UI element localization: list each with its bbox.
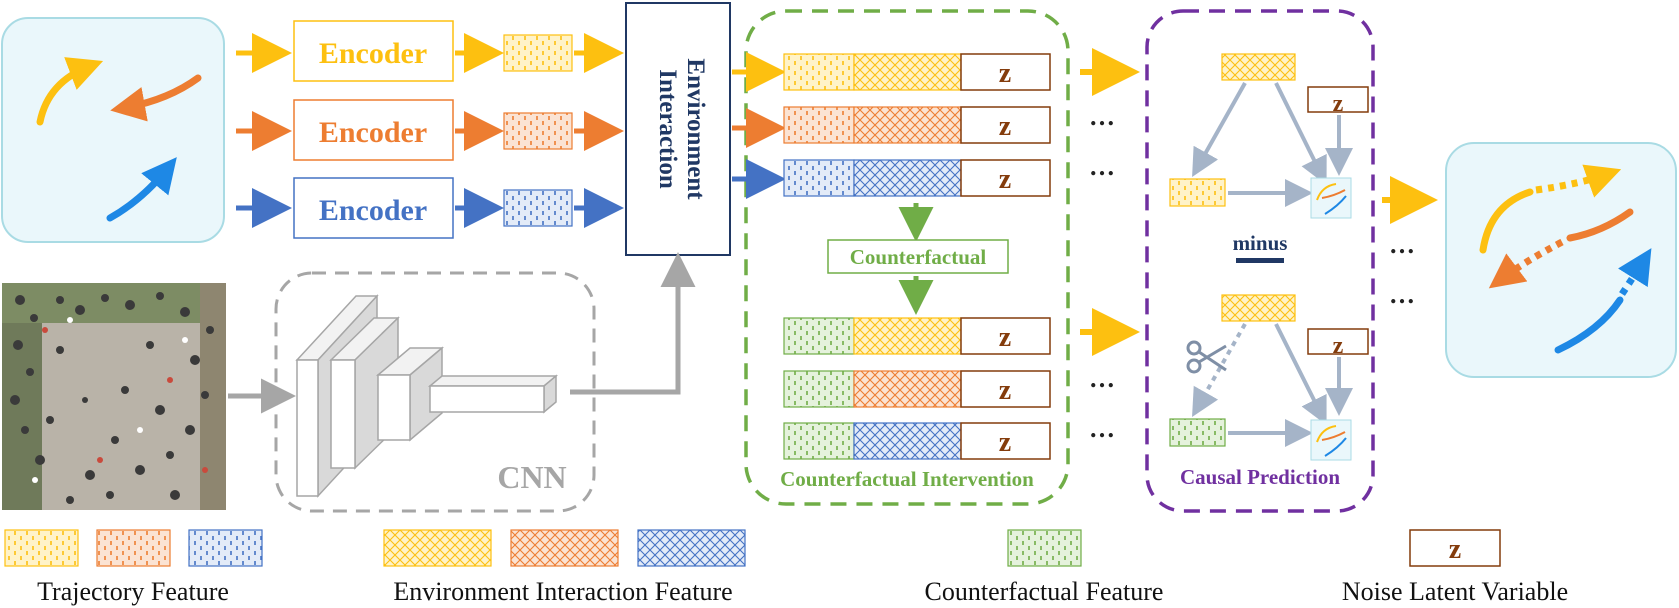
- legend: Trajectory Feature Environment Interacti…: [4, 529, 1568, 606]
- legend-swatch-trajectory-orange: [96, 529, 171, 567]
- environment-interaction-box: Environment Interaction: [625, 2, 731, 256]
- trajectory-feature-yellow: [503, 34, 573, 72]
- counterfactual-intervention-title: Counterfactual Intervention: [780, 467, 1034, 491]
- ellipsis: …: [1089, 414, 1115, 443]
- yellow-trajectory: [36, 57, 104, 126]
- legend-swatch-trajectory-yellow: [4, 529, 79, 567]
- ellipsis: …: [1389, 280, 1415, 309]
- cnn-label: CNN: [497, 459, 566, 495]
- encoder-label: Encoder: [319, 194, 427, 227]
- legend-swatch-env-yellow: [383, 529, 492, 567]
- trajectory-feature-blue: [503, 189, 573, 227]
- z-label: z: [999, 427, 1011, 458]
- feature-row-1: z: [783, 53, 1051, 91]
- trajectory-thumbnail-icon: [1310, 177, 1352, 219]
- legend-swatch-noise: [1409, 529, 1501, 567]
- arrow-cnn-environment: [570, 252, 696, 395]
- legend-noise-label: Noise Latent Variable: [1342, 577, 1568, 606]
- counterfactual-intervention-panel: Counterfactual Intervention: [744, 9, 1070, 506]
- causal-prediction-panel: Causal Prediction: [1145, 9, 1375, 513]
- counterfactual-row-1: z: [783, 317, 1051, 355]
- cnn-block: CNN: [228, 271, 596, 513]
- feature-row-3: z: [783, 159, 1051, 197]
- z-label: z: [1333, 333, 1344, 359]
- trajectory-thumbnail-icon: [1310, 419, 1352, 461]
- encoder-blue: Encoder: [293, 177, 454, 239]
- ellipsis: …: [1389, 230, 1415, 259]
- causal-graph-top: z: [1169, 53, 1369, 219]
- environment-label-line2: Interaction: [654, 69, 681, 189]
- blue-trajectory: [106, 157, 177, 222]
- counterfactual-step-label: Counterfactual: [850, 245, 987, 269]
- ellipsis: …: [1089, 102, 1115, 131]
- causal-graph-bottom: z: [1169, 294, 1369, 461]
- legend-swatch-env-blue: [637, 529, 746, 567]
- encoder-orange: Encoder: [293, 99, 454, 161]
- legend-z-label: z: [1449, 534, 1461, 565]
- counterfactual-row-2: z: [783, 370, 1051, 408]
- orange-trajectory: [110, 74, 202, 122]
- trajectory-feature-orange: [503, 112, 573, 150]
- crowd-scene-image: [2, 283, 226, 510]
- encoder-label: Encoder: [319, 37, 427, 70]
- minus-label: minus: [1233, 231, 1288, 255]
- counterfactual-step-box: Counterfactual: [827, 239, 1009, 274]
- causal-prediction-title: Causal Prediction: [1180, 465, 1340, 489]
- legend-swatch-env-orange: [510, 529, 619, 567]
- legend-counterfactual-label: Counterfactual Feature: [925, 577, 1164, 606]
- legend-trajectory-label: Trajectory Feature: [37, 577, 229, 606]
- ellipsis: …: [1089, 152, 1115, 181]
- environment-label-line1: Environment: [682, 58, 709, 200]
- legend-swatch-counterfactual: [1007, 529, 1082, 567]
- legend-environment-label: Environment Interaction Feature: [393, 577, 732, 606]
- z-label: z: [1333, 91, 1344, 117]
- ellipsis: …: [1089, 364, 1115, 393]
- z-label: z: [999, 375, 1011, 406]
- z-label: z: [999, 111, 1011, 142]
- input-trajectory-panel: [1, 17, 225, 243]
- encoder-yellow: Encoder: [293, 20, 454, 82]
- z-label: z: [999, 164, 1011, 195]
- legend-swatch-trajectory-blue: [188, 529, 263, 567]
- counterfactual-row-3: z: [783, 422, 1051, 460]
- z-label: z: [999, 58, 1011, 89]
- output-trajectory-panel: [1445, 142, 1677, 378]
- scissors-icon: [1186, 340, 1227, 374]
- encoder-label: Encoder: [319, 116, 427, 149]
- feature-row-2: z: [783, 106, 1051, 144]
- z-label: z: [999, 322, 1011, 353]
- minus-bar: [1236, 258, 1284, 263]
